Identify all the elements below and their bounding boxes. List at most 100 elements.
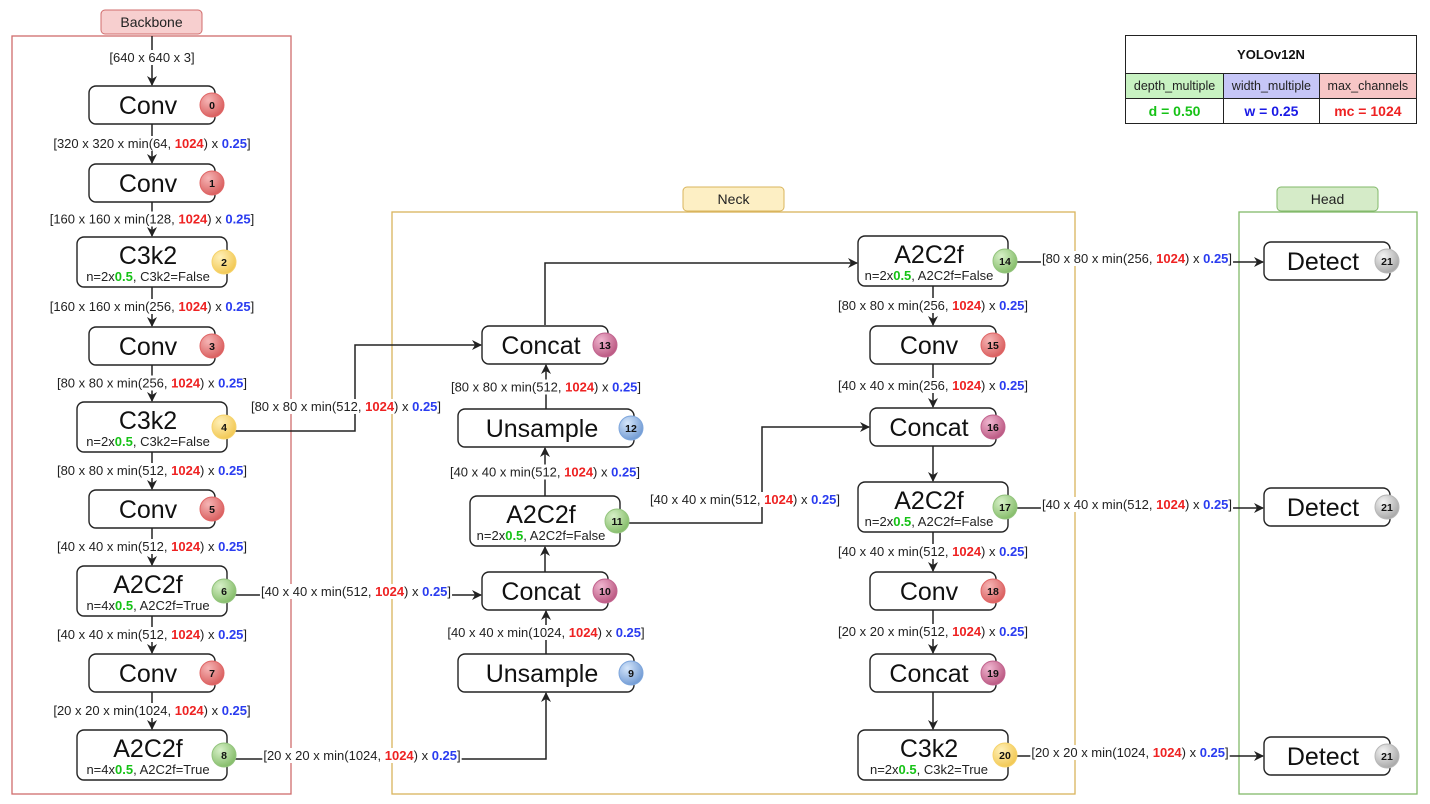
edge-12-to-13-shape-label-bg [449, 379, 643, 395]
edge-6-to-7-shape-label-bg [55, 627, 249, 642]
layer-index-number: 6 [221, 586, 227, 598]
layer-index-badge [980, 414, 1006, 440]
node-title: Concat [889, 414, 968, 442]
edge-17-to-21b-shape-label: [40 x 40 x min(512, 1024) x 0.25] [1042, 497, 1232, 512]
layer-index-number: 20 [999, 750, 1011, 762]
neck-tab [682, 186, 785, 212]
model-name: YOLOv12N [1125, 35, 1417, 74]
layer-index-number: 8 [221, 750, 227, 762]
node-params: n=2x0.5, A2C2f=False [865, 514, 994, 529]
edge-5-to-6-shape-label-bg [55, 539, 249, 554]
node-13-concat[interactable]: Concat 13 [481, 325, 618, 365]
edge-0-to-1-shape-label: [320 x 320 x min(64, 1024) x 0.25] [53, 136, 250, 151]
node-9-unsample[interactable]: Unsample 9 [457, 653, 644, 693]
edge-20-to-21c-shape-label-bg [1030, 745, 1230, 760]
node-title: Conv [119, 660, 178, 688]
edge-0-to-1-shape-label-bg [52, 136, 252, 151]
width-multiple-value: w = 0.25 [1223, 98, 1320, 124]
node-title: Conv [119, 333, 178, 361]
edge-11-to-12-shape-label: [40 x 40 x min(512, 1024) x 0.25] [450, 465, 640, 480]
edge-4-to-5-shape-label-bg [55, 463, 249, 478]
node-21a-detect[interactable]: Detect 21 [1263, 241, 1400, 281]
node-title: Concat [501, 578, 580, 606]
layer-index-badge [980, 660, 1006, 686]
node-7-conv[interactable]: Conv 7 [88, 653, 225, 693]
edge-15-to-16-shape-label-bg [836, 378, 1030, 393]
layer-index-number: 7 [209, 668, 215, 680]
layer-index-badge [1374, 743, 1400, 769]
node-title: Detect [1287, 743, 1359, 771]
node-params: n=2x0.5, C3k2=False [86, 269, 210, 284]
edge-6-to-10-shape-label-bg [259, 584, 453, 599]
layer-index-badge [618, 660, 644, 686]
node-title: Conv [900, 332, 959, 360]
node-title: Unsample [486, 660, 599, 688]
edge-1-to-2-shape-label-bg [48, 211, 256, 227]
node-title: C3k2 [119, 407, 177, 435]
node-title: Concat [889, 660, 968, 688]
node-title: Conv [119, 170, 178, 198]
layer-index-number: 19 [987, 668, 999, 680]
layer-index-badge [980, 332, 1006, 358]
edge-17-to-18-shape-label: [40 x 40 x min(512, 1024) x 0.25] [838, 544, 1028, 559]
layer-index-number: 9 [628, 668, 634, 680]
layer-index-badge [992, 742, 1018, 768]
depth-multiple-value: d = 0.50 [1124, 98, 1225, 124]
node-title: Conv [119, 496, 178, 524]
node-16-concat[interactable]: Concat 16 [869, 407, 1006, 447]
node-title: Detect [1287, 248, 1359, 276]
layer-index-number: 11 [611, 516, 622, 528]
edge-2-to-3-shape-label-bg [48, 299, 256, 314]
backbone-label: Backbone [120, 14, 182, 30]
layer-index-badge [211, 249, 237, 275]
edge-17-to-21b-shape-label-bg [1040, 497, 1234, 512]
edge-13-to-14 [544, 258, 858, 325]
edge-11-to-12-shape-label-bg [448, 464, 642, 480]
layer-index-badge [992, 248, 1018, 274]
node-3-conv[interactable]: Conv 3 [88, 326, 225, 366]
edge-4-to-13-shape-label: [80 x 80 x min(512, 1024) x 0.25] [251, 399, 441, 414]
node-5-conv[interactable]: Conv 5 [88, 489, 225, 529]
layer-index-number: 12 [625, 423, 637, 435]
node-title: Concat [501, 332, 580, 360]
layer-index-badge [980, 578, 1006, 604]
layer-index-number: 14 [999, 256, 1011, 268]
layer-index-number: 13 [599, 340, 611, 352]
layer-index-number: 3 [209, 341, 215, 353]
node-title: Conv [900, 578, 959, 606]
head-tab [1276, 186, 1379, 212]
node-19-concat[interactable]: Concat 19 [869, 653, 1006, 693]
node-params: n=4x0.5, A2C2f=True [86, 762, 209, 777]
layer-index-badge [604, 508, 630, 534]
layer-index-number: 21 [1381, 256, 1393, 268]
input-shape-label-bg [108, 50, 196, 65]
edge-9-to-10-shape-label-bg [446, 625, 646, 640]
edge-14-to-21a-shape-label: [80 x 80 x min(256, 1024) x 0.25] [1042, 251, 1232, 266]
layer-index-badge [199, 660, 225, 686]
max-channels-header: max_channels [1318, 73, 1418, 99]
node-title: C3k2 [900, 735, 958, 763]
edge-14-to-15-shape-label-bg [836, 298, 1030, 313]
layer-index-number: 4 [221, 422, 227, 434]
edge-14-to-21a-shape-label-bg [1040, 251, 1234, 266]
layer-index-number: 16 [987, 422, 999, 434]
head-group: Head [1238, 186, 1418, 795]
layer-index-number: 5 [209, 504, 215, 516]
